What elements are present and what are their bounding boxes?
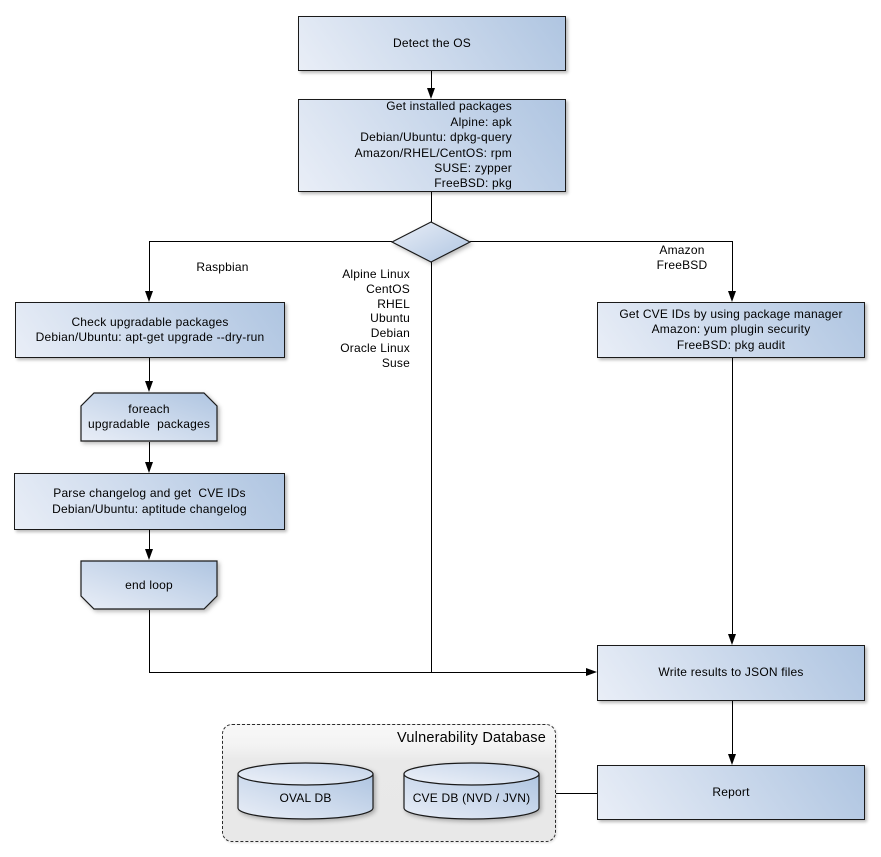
edge-check-to-foreach bbox=[149, 358, 150, 383]
node-foreach-loop-label: foreach upgradable packages bbox=[87, 402, 211, 431]
node-foreach-loop-shape bbox=[80, 392, 218, 442]
edge-label-amazon-freebsd: Amazon FreeBSD bbox=[656, 243, 708, 272]
arrowhead-into-getcve bbox=[728, 291, 736, 302]
edge-decision-right bbox=[470, 241, 732, 242]
node-detect-os: Detect the OS bbox=[298, 16, 566, 71]
edge-cvedb-to-report bbox=[540, 793, 597, 794]
oval-db-label: OVAL DB bbox=[279, 791, 332, 805]
edge-right-down bbox=[732, 241, 733, 293]
edge-merge-to-write bbox=[149, 672, 587, 673]
edge-foreach-to-parse bbox=[149, 442, 150, 464]
node-get-cve-ids: Get CVE IDs by using package manager Ama… bbox=[597, 302, 865, 358]
edge-detect-to-install bbox=[431, 71, 432, 91]
edge-decision-middle-down bbox=[431, 262, 432, 673]
vulnerability-database-title: Vulnerability Database bbox=[397, 730, 546, 746]
arrowhead-into-check bbox=[145, 291, 153, 302]
node-end-loop-shape bbox=[80, 560, 218, 610]
edge-left-down bbox=[149, 241, 150, 293]
arrowhead-into-foreach bbox=[145, 381, 153, 392]
edge-label-os-list: Alpine Linux CentOS RHEL Ubuntu Debian O… bbox=[340, 267, 410, 370]
node-report: Report bbox=[597, 765, 865, 820]
arrowhead-into-write-top bbox=[728, 634, 736, 645]
oval-db-cylinder bbox=[237, 762, 374, 820]
cve-db-label: CVE DB (NVD / JVN) bbox=[412, 791, 531, 805]
arrowhead-into-report bbox=[728, 754, 736, 765]
edge-parse-to-endloop bbox=[149, 530, 150, 551]
arrowhead-into-endloop bbox=[145, 549, 153, 560]
edge-install-to-decision bbox=[431, 192, 432, 222]
node-write-results: Write results to JSON files bbox=[597, 645, 865, 701]
node-check-upgradable: Check upgradable packages Debian/Ubuntu:… bbox=[15, 302, 285, 358]
edge-write-to-report bbox=[732, 701, 733, 756]
arrowhead-into-install bbox=[427, 88, 435, 99]
node-end-loop-label: end loop bbox=[125, 577, 173, 592]
edge-endloop-down bbox=[149, 610, 150, 673]
node-parse-changelog: Parse changelog and get CVE IDs Debian/U… bbox=[14, 473, 285, 530]
edge-decision-left bbox=[149, 241, 392, 242]
node-get-installed-packages: Get installed packages Alpine: apk Debia… bbox=[298, 99, 566, 192]
edge-getcve-to-write bbox=[732, 358, 733, 635]
arrowhead-into-write-left bbox=[586, 668, 597, 676]
arrowhead-into-parse bbox=[145, 462, 153, 473]
edge-label-raspbian: Raspbian bbox=[196, 260, 249, 274]
decision-diamond bbox=[391, 221, 471, 263]
cve-db-cylinder bbox=[403, 762, 540, 820]
